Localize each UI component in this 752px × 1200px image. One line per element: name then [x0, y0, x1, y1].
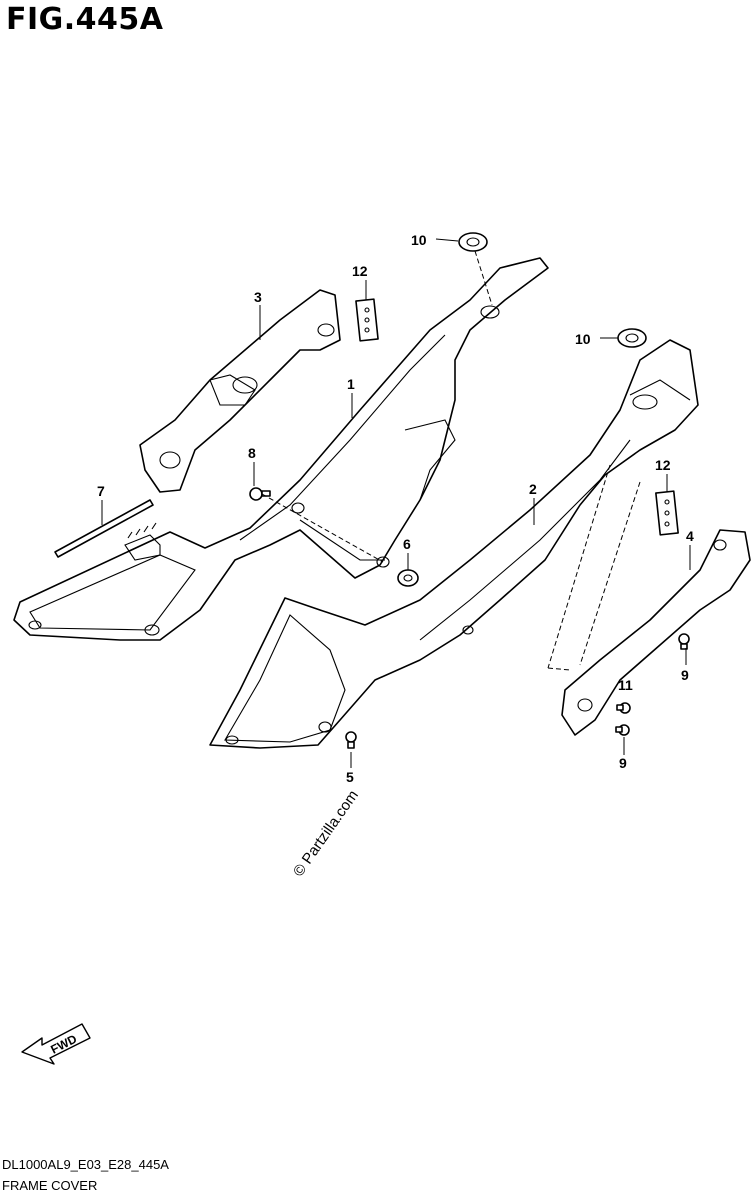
part-4-right-bracket[interactable] — [561, 529, 751, 736]
part-8-screw[interactable] — [249, 487, 271, 501]
figure-caption: FRAME COVER — [2, 1178, 98, 1193]
part-9-screw-b[interactable] — [615, 724, 630, 736]
callout-12-left: 12 — [352, 263, 368, 279]
diagram-code: DL1000AL9_E03_E28_445A — [2, 1157, 169, 1172]
callout-10-right: 10 — [575, 331, 591, 347]
part-3-left-bracket[interactable] — [139, 289, 341, 493]
part-10-grommet-top[interactable] — [458, 232, 488, 252]
part-12-plate-right[interactable] — [655, 490, 679, 536]
callout-5: 5 — [346, 769, 354, 785]
figure-title: FIG.445A — [6, 2, 164, 37]
callout-4: 4 — [686, 528, 694, 544]
callout-6: 6 — [403, 536, 411, 552]
callout-9-bottom: 9 — [619, 755, 627, 771]
part-9-screw-a[interactable] — [678, 633, 690, 650]
part-2-right-frame-cover[interactable] — [209, 339, 699, 749]
fwd-arrow-icon: FWD — [21, 1023, 91, 1065]
callout-12-right: 12 — [655, 457, 671, 473]
callout-3: 3 — [254, 289, 262, 305]
leader-lines — [101, 238, 691, 768]
callout-10-top: 10 — [411, 232, 427, 248]
part-5-screw[interactable] — [345, 731, 357, 749]
callout-7: 7 — [97, 483, 105, 499]
part-1-left-frame-cover[interactable] — [13, 257, 549, 641]
part-10-grommet-right[interactable] — [617, 328, 647, 348]
callout-11: 11 — [618, 677, 633, 693]
part-6-nut[interactable] — [397, 569, 419, 587]
part-12-plate-left[interactable] — [355, 298, 379, 342]
part-11-screw[interactable] — [616, 702, 631, 714]
callout-2: 2 — [529, 481, 537, 497]
part-7-strip[interactable] — [54, 499, 154, 558]
callout-1: 1 — [347, 376, 355, 392]
callout-8: 8 — [248, 445, 256, 461]
callout-9-right: 9 — [681, 667, 689, 683]
